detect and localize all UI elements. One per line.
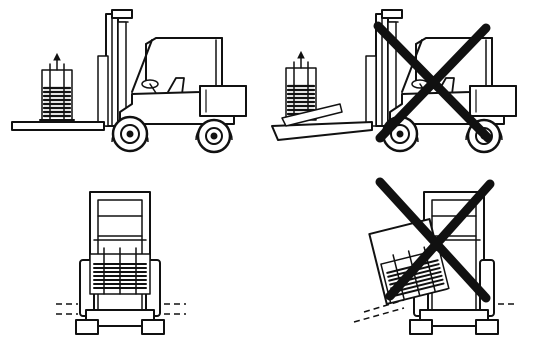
panel-side-correct	[12, 10, 246, 152]
panel-front-correct	[56, 192, 186, 334]
forklift-side-icon	[376, 10, 516, 152]
forklift-side-icon	[106, 10, 246, 152]
load-front-icon	[90, 248, 150, 294]
panel-side-incorrect	[272, 10, 516, 152]
forks	[12, 122, 104, 130]
panel-front-incorrect	[354, 182, 516, 334]
load-side-icon	[42, 54, 72, 122]
carriage	[98, 56, 108, 126]
load-side-icon	[286, 52, 316, 120]
